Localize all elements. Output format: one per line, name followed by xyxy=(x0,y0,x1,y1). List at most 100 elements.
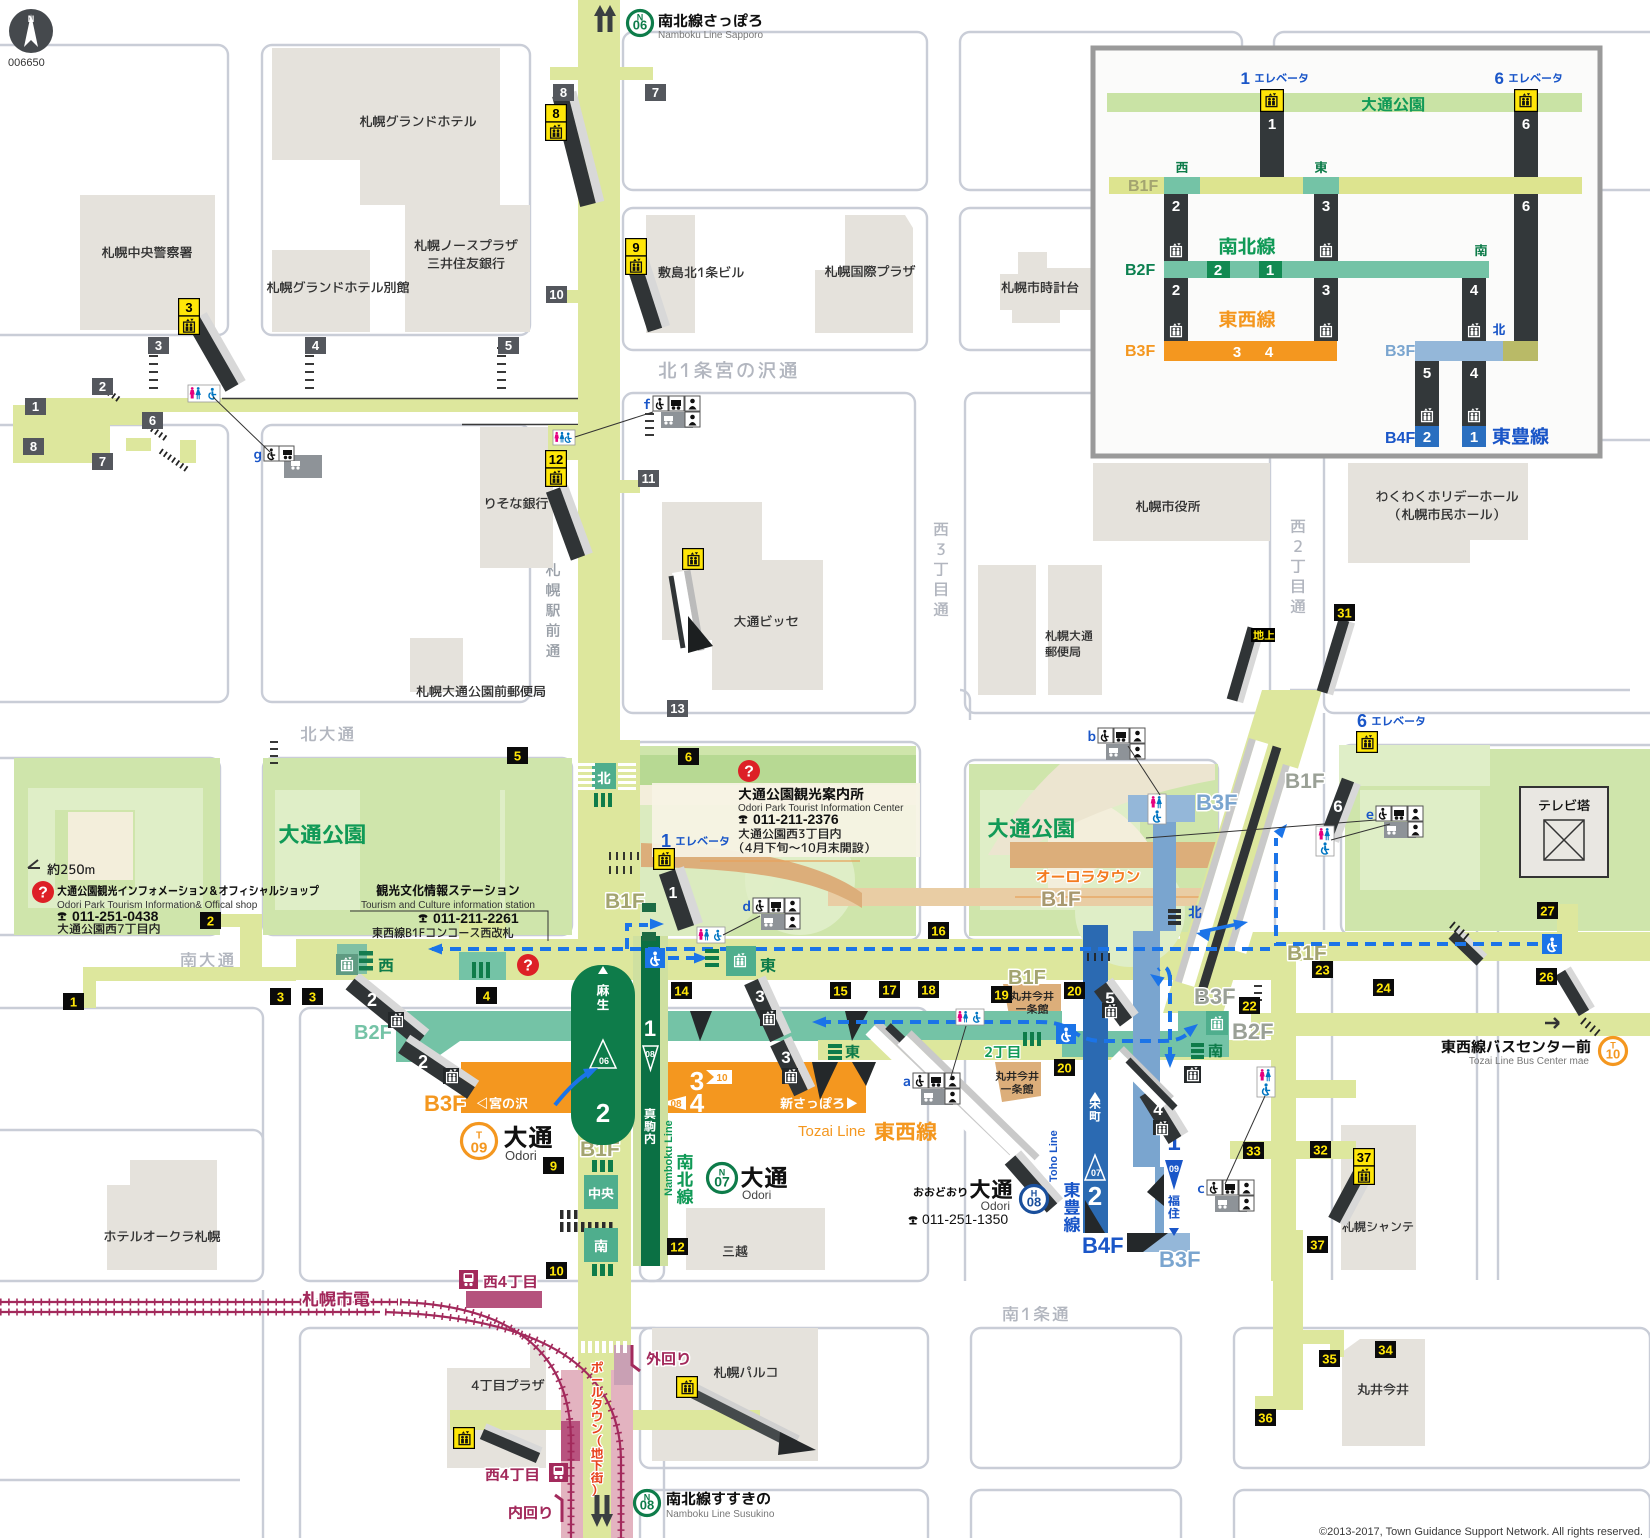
svg-text:Odori Park Tourist Information: Odori Park Tourist Information Center xyxy=(738,803,904,814)
svg-text:B4F: B4F xyxy=(1082,1233,1124,1258)
svg-text:2: 2 xyxy=(367,990,377,1010)
svg-text:1: 1 xyxy=(1266,262,1274,279)
svg-text:8: 8 xyxy=(552,106,559,121)
svg-text:2: 2 xyxy=(596,1098,610,1128)
svg-text:17: 17 xyxy=(882,982,896,997)
svg-text:3: 3 xyxy=(1322,282,1330,299)
svg-text:20: 20 xyxy=(1057,1060,1071,1075)
svg-text:06: 06 xyxy=(599,1056,609,1066)
svg-text:B1F: B1F xyxy=(1041,888,1081,911)
svg-text:5: 5 xyxy=(505,338,512,353)
svg-text:1: 1 xyxy=(661,831,671,851)
svg-text:H: H xyxy=(1031,1189,1038,1199)
svg-text:18: 18 xyxy=(921,982,935,997)
svg-text:1: 1 xyxy=(1268,116,1276,133)
svg-text:4: 4 xyxy=(312,338,320,353)
svg-text:B1F: B1F xyxy=(1285,770,1325,793)
svg-text:12: 12 xyxy=(549,452,563,467)
svg-text:37: 37 xyxy=(1310,1237,1324,1252)
svg-text:8: 8 xyxy=(30,439,37,454)
svg-text:4: 4 xyxy=(1470,282,1479,299)
svg-text:07: 07 xyxy=(1091,1168,1101,1178)
svg-text:B3F: B3F xyxy=(1194,984,1236,1009)
svg-text:3: 3 xyxy=(155,338,162,353)
svg-text:4: 4 xyxy=(1265,344,1274,361)
svg-text:5: 5 xyxy=(514,748,521,763)
svg-text:Namboku Line Susukino: Namboku Line Susukino xyxy=(666,1509,775,1520)
svg-text:B3F: B3F xyxy=(1385,343,1415,360)
svg-text:2: 2 xyxy=(418,1052,428,1072)
svg-text:B1F: B1F xyxy=(605,890,645,913)
svg-text:16: 16 xyxy=(931,923,945,938)
svg-text:26: 26 xyxy=(1539,969,1553,984)
svg-text:07: 07 xyxy=(714,1174,730,1190)
svg-text:T: T xyxy=(476,1131,482,1142)
svg-text:3: 3 xyxy=(1233,344,1241,361)
svg-text:33: 33 xyxy=(1246,1143,1260,1158)
svg-text:3: 3 xyxy=(690,1066,704,1096)
svg-text:2: 2 xyxy=(1214,262,1222,279)
svg-text:37: 37 xyxy=(1357,1150,1371,1165)
svg-text:011-251-0438: 011-251-0438 xyxy=(72,908,159,924)
svg-text:N: N xyxy=(637,13,644,23)
svg-text:32: 32 xyxy=(1313,1142,1327,1157)
svg-text:Odori: Odori xyxy=(981,1199,1010,1213)
svg-text:2: 2 xyxy=(207,913,214,928)
svg-text:3: 3 xyxy=(781,1048,790,1067)
svg-text:3: 3 xyxy=(755,987,764,1006)
svg-text:B3F: B3F xyxy=(1125,343,1155,360)
svg-text:Tourism and Culture informatio: Tourism and Culture information station xyxy=(361,900,535,911)
svg-text:Toho Line: Toho Line xyxy=(1048,1130,1060,1182)
svg-text:7: 7 xyxy=(99,454,106,469)
svg-text:B3F: B3F xyxy=(424,1091,466,1116)
svg-text:2: 2 xyxy=(1172,198,1180,215)
svg-text:6: 6 xyxy=(685,749,692,764)
svg-text:B3F: B3F xyxy=(1159,1247,1201,1272)
svg-text:6: 6 xyxy=(1333,797,1342,816)
svg-text:08: 08 xyxy=(640,1498,654,1513)
svg-text:12: 12 xyxy=(670,1239,684,1254)
svg-text:1: 1 xyxy=(1241,69,1250,88)
svg-text:?: ? xyxy=(38,885,48,902)
svg-text:15: 15 xyxy=(833,983,847,998)
svg-text:14: 14 xyxy=(674,983,689,998)
svg-text:Tozai Line Bus Center mae: Tozai Line Bus Center mae xyxy=(1469,1056,1590,1067)
svg-text:B2F: B2F xyxy=(354,1022,392,1044)
svg-text:6: 6 xyxy=(149,413,156,428)
svg-text:9: 9 xyxy=(550,1158,557,1173)
svg-text:1: 1 xyxy=(644,1016,656,1041)
svg-text:23: 23 xyxy=(1315,962,1329,977)
svg-text:09: 09 xyxy=(1169,1164,1179,1174)
svg-text:31: 31 xyxy=(1337,605,1351,620)
svg-text:10: 10 xyxy=(549,287,563,302)
svg-text:1: 1 xyxy=(669,885,678,902)
svg-text:34: 34 xyxy=(1378,1342,1393,1357)
svg-text:1: 1 xyxy=(32,399,39,414)
svg-text:N: N xyxy=(644,1493,651,1503)
svg-text:19: 19 xyxy=(994,987,1008,1002)
svg-text:B2F: B2F xyxy=(1232,1019,1274,1044)
svg-text:08: 08 xyxy=(645,1049,655,1059)
svg-text:6: 6 xyxy=(1522,116,1530,133)
svg-text:2: 2 xyxy=(1088,1181,1102,1211)
svg-text:011-211-2261: 011-211-2261 xyxy=(433,910,519,926)
svg-text:24: 24 xyxy=(1376,980,1391,995)
svg-text:11: 11 xyxy=(642,471,656,486)
svg-text:4: 4 xyxy=(483,988,491,1003)
svg-text:2: 2 xyxy=(1423,429,1431,446)
svg-text:20: 20 xyxy=(1067,983,1081,998)
svg-text:1: 1 xyxy=(70,994,77,1009)
svg-text:B4F: B4F xyxy=(1385,430,1415,447)
svg-text:5: 5 xyxy=(1423,365,1431,382)
svg-text:N: N xyxy=(28,14,35,24)
svg-text:09: 09 xyxy=(471,1140,488,1157)
svg-text:1: 1 xyxy=(1470,429,1478,446)
svg-text:8: 8 xyxy=(560,85,567,100)
svg-text:35: 35 xyxy=(1322,1351,1336,1366)
svg-text:5: 5 xyxy=(1105,989,1114,1008)
svg-text:B1F: B1F xyxy=(1008,967,1046,989)
svg-text:3: 3 xyxy=(277,989,284,1004)
svg-text:9: 9 xyxy=(632,240,639,255)
svg-text:10: 10 xyxy=(716,1073,728,1084)
svg-text:B1F: B1F xyxy=(1287,942,1327,965)
